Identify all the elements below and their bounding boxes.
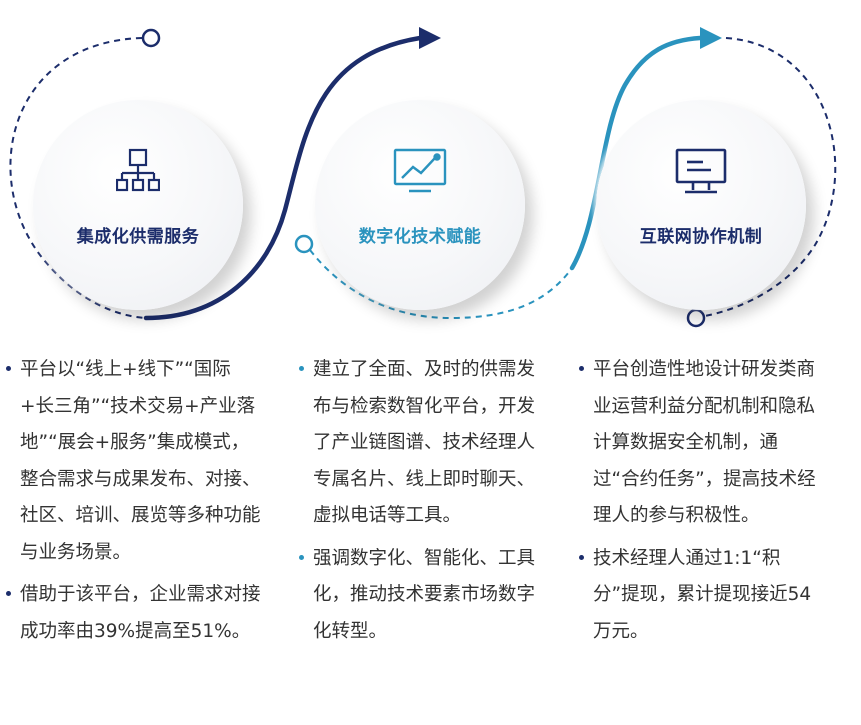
column-integrated-service: 平台以“线上+线下”“国际+长三角”“技术交易+产业落地”“展会+服务”集成模式… xyxy=(6,352,264,656)
org-chart-icon xyxy=(116,148,160,192)
flow-path xyxy=(9,27,837,328)
bullet-item: 平台以“线上+线下”“国际+长三角”“技术交易+产业落地”“展会+服务”集成模式… xyxy=(6,352,264,571)
path-end-node xyxy=(686,308,706,328)
circle-label: 集成化供需服务 xyxy=(76,227,200,247)
arrow-head-navy xyxy=(419,27,441,49)
arrow-head-teal xyxy=(700,27,722,49)
circle-digital-empower: 数字化技术赋能 xyxy=(315,100,525,310)
bullet-item: 强调数字化、智能化、工具化，推动技术要素市场数字化转型。 xyxy=(299,541,539,651)
dashed-path-right xyxy=(704,37,837,317)
dashed-path-middle xyxy=(309,249,573,320)
path-mid-node xyxy=(294,234,314,254)
circle-internet-collab: 互联网协作机制 xyxy=(596,100,806,310)
monitor-icon xyxy=(675,148,727,194)
circle-label: 互联网协作机制 xyxy=(639,227,763,247)
path-start-node xyxy=(141,28,161,48)
solid-path-teal xyxy=(569,35,703,271)
column-digital-empower: 建立了全面、及时的供需发布与检索数智化平台，开发了产业链图谱、技术经理人专属名片… xyxy=(299,352,539,656)
dashed-path-left xyxy=(9,37,147,319)
circle-integrated-service: 集成化供需服务 xyxy=(33,100,243,310)
column-internet-collab: 平台创造性地设计研发类商业运营利益分配机制和隐私计算数据安全机制，通过“合约任务… xyxy=(579,352,819,656)
bullet-item: 平台创造性地设计研发类商业运营利益分配机制和隐私计算数据安全机制，通过“合约任务… xyxy=(579,352,819,535)
circle-label: 数字化技术赋能 xyxy=(358,227,482,247)
solid-path-navy xyxy=(143,35,423,321)
bullet-item: 借助于该平台，企业需求对接成功率由39%提高至51%。 xyxy=(6,577,264,650)
bullet-item: 建立了全面、及时的供需发布与检索数智化平台，开发了产业链图谱、技术经理人专属名片… xyxy=(299,352,539,535)
bullet-item: 技术经理人通过1:1“积分”提现，累计提现接近54万元。 xyxy=(579,541,819,651)
trend-chart-icon xyxy=(393,148,447,193)
